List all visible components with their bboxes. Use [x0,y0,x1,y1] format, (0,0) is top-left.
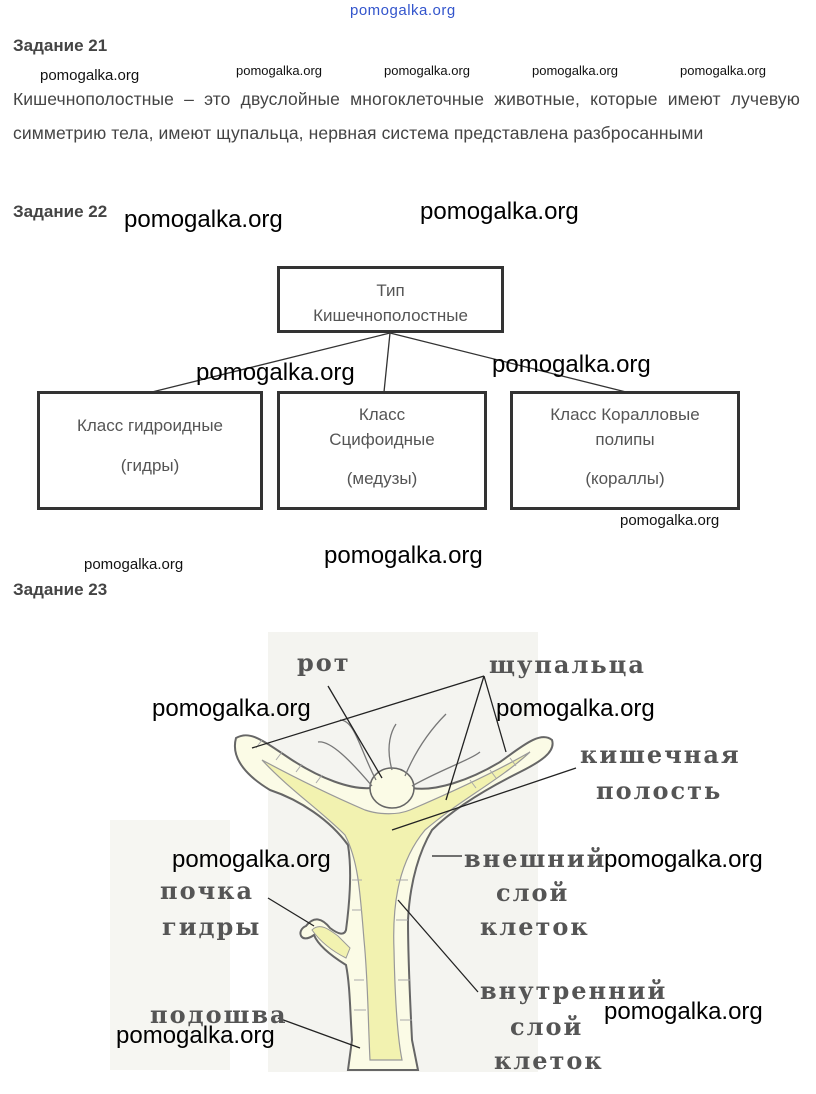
watermark: pomogalka.org [604,846,763,873]
class-box-hydroid: Класс гидроидные (гидры) [37,391,263,510]
watermark: pomogalka.org [172,846,331,873]
site-header-link[interactable]: pomogalka.org [350,2,456,19]
class-coral-line2: полипы [595,430,655,449]
watermark: pomogalka.org [324,542,483,569]
label-inner-line3: клеток [494,1046,604,1075]
connector-scyphoid [383,332,391,393]
label-sole: подошва [150,1000,288,1029]
watermark: pomogalka.org [680,63,766,78]
label-tentacles: щупальца [489,650,646,679]
watermark: pomogalka.org [492,351,651,378]
watermark: pomogalka.org [196,359,355,386]
mouth-cone [369,767,415,809]
label-inner-line1: внутренний [480,976,668,1005]
task21-text: Кишечнополостные – это двуслойные многок… [13,89,800,143]
illustration-backdrop-left [110,820,230,1070]
bud-cavity [311,926,351,959]
label-inner-line2: слой [510,1012,584,1041]
label-bud-line2: гидры [162,912,262,941]
watermark: pomogalka.org [236,63,322,78]
connector-coral [389,332,627,393]
watermark: pomogalka.org [40,67,140,84]
label-outer-line1: внешний [464,844,607,873]
inner-tentacles [317,713,481,787]
watermark: pomogalka.org [84,556,184,573]
label-gut-line2: полость [596,776,723,805]
label-outer-line2: слой [496,878,570,907]
label-outer-line3: клеток [480,912,590,941]
label-gut-line1: кишечная [580,740,741,769]
class-box-coral: Класс Коралловые полипы (кораллы) [510,391,740,510]
watermark: pomogalka.org [116,1022,275,1049]
cell-layer-hatching [255,739,517,1021]
watermark: pomogalka.org [532,63,618,78]
root-line1: Тип [376,281,405,300]
class-hydroid-example: (гидры) [120,456,180,475]
class-hydroid-line1: Класс гидроидные [76,416,223,435]
class-coral-example: (кораллы) [585,469,665,488]
watermark: pomogalka.org [152,695,311,722]
label-mouth: рот [297,648,351,677]
watermark: pomogalka.org [604,998,763,1025]
label-pointers [251,675,577,1049]
root-line2: Кишечнополостные [313,306,468,325]
task21-title: Задание 21 [13,36,108,55]
connector-hydroid [151,332,391,393]
task23-title: Задание 23 [13,580,108,599]
label-bud-line1: почка [160,876,255,905]
watermark: pomogalka.org [384,63,470,78]
class-scyphoid-example: (медузы) [346,469,418,488]
watermark: pomogalka.org [124,206,283,233]
root-box-phylum: Тип Кишечнополостные [277,266,504,333]
watermark: pomogalka.org [496,695,655,722]
watermark: pomogalka.org [620,512,720,529]
class-coral-line1: Класс Коралловые [550,405,700,424]
class-box-scyphoid: Класс Сцифоидные (медузы) [277,391,487,510]
task22-title: Задание 22 [13,202,108,221]
class-scyphoid-line1: Класс [358,405,406,424]
watermark: pomogalka.org [420,198,579,225]
class-scyphoid-line2: Сцифоидные [329,430,435,449]
classification-connectors [151,332,627,393]
